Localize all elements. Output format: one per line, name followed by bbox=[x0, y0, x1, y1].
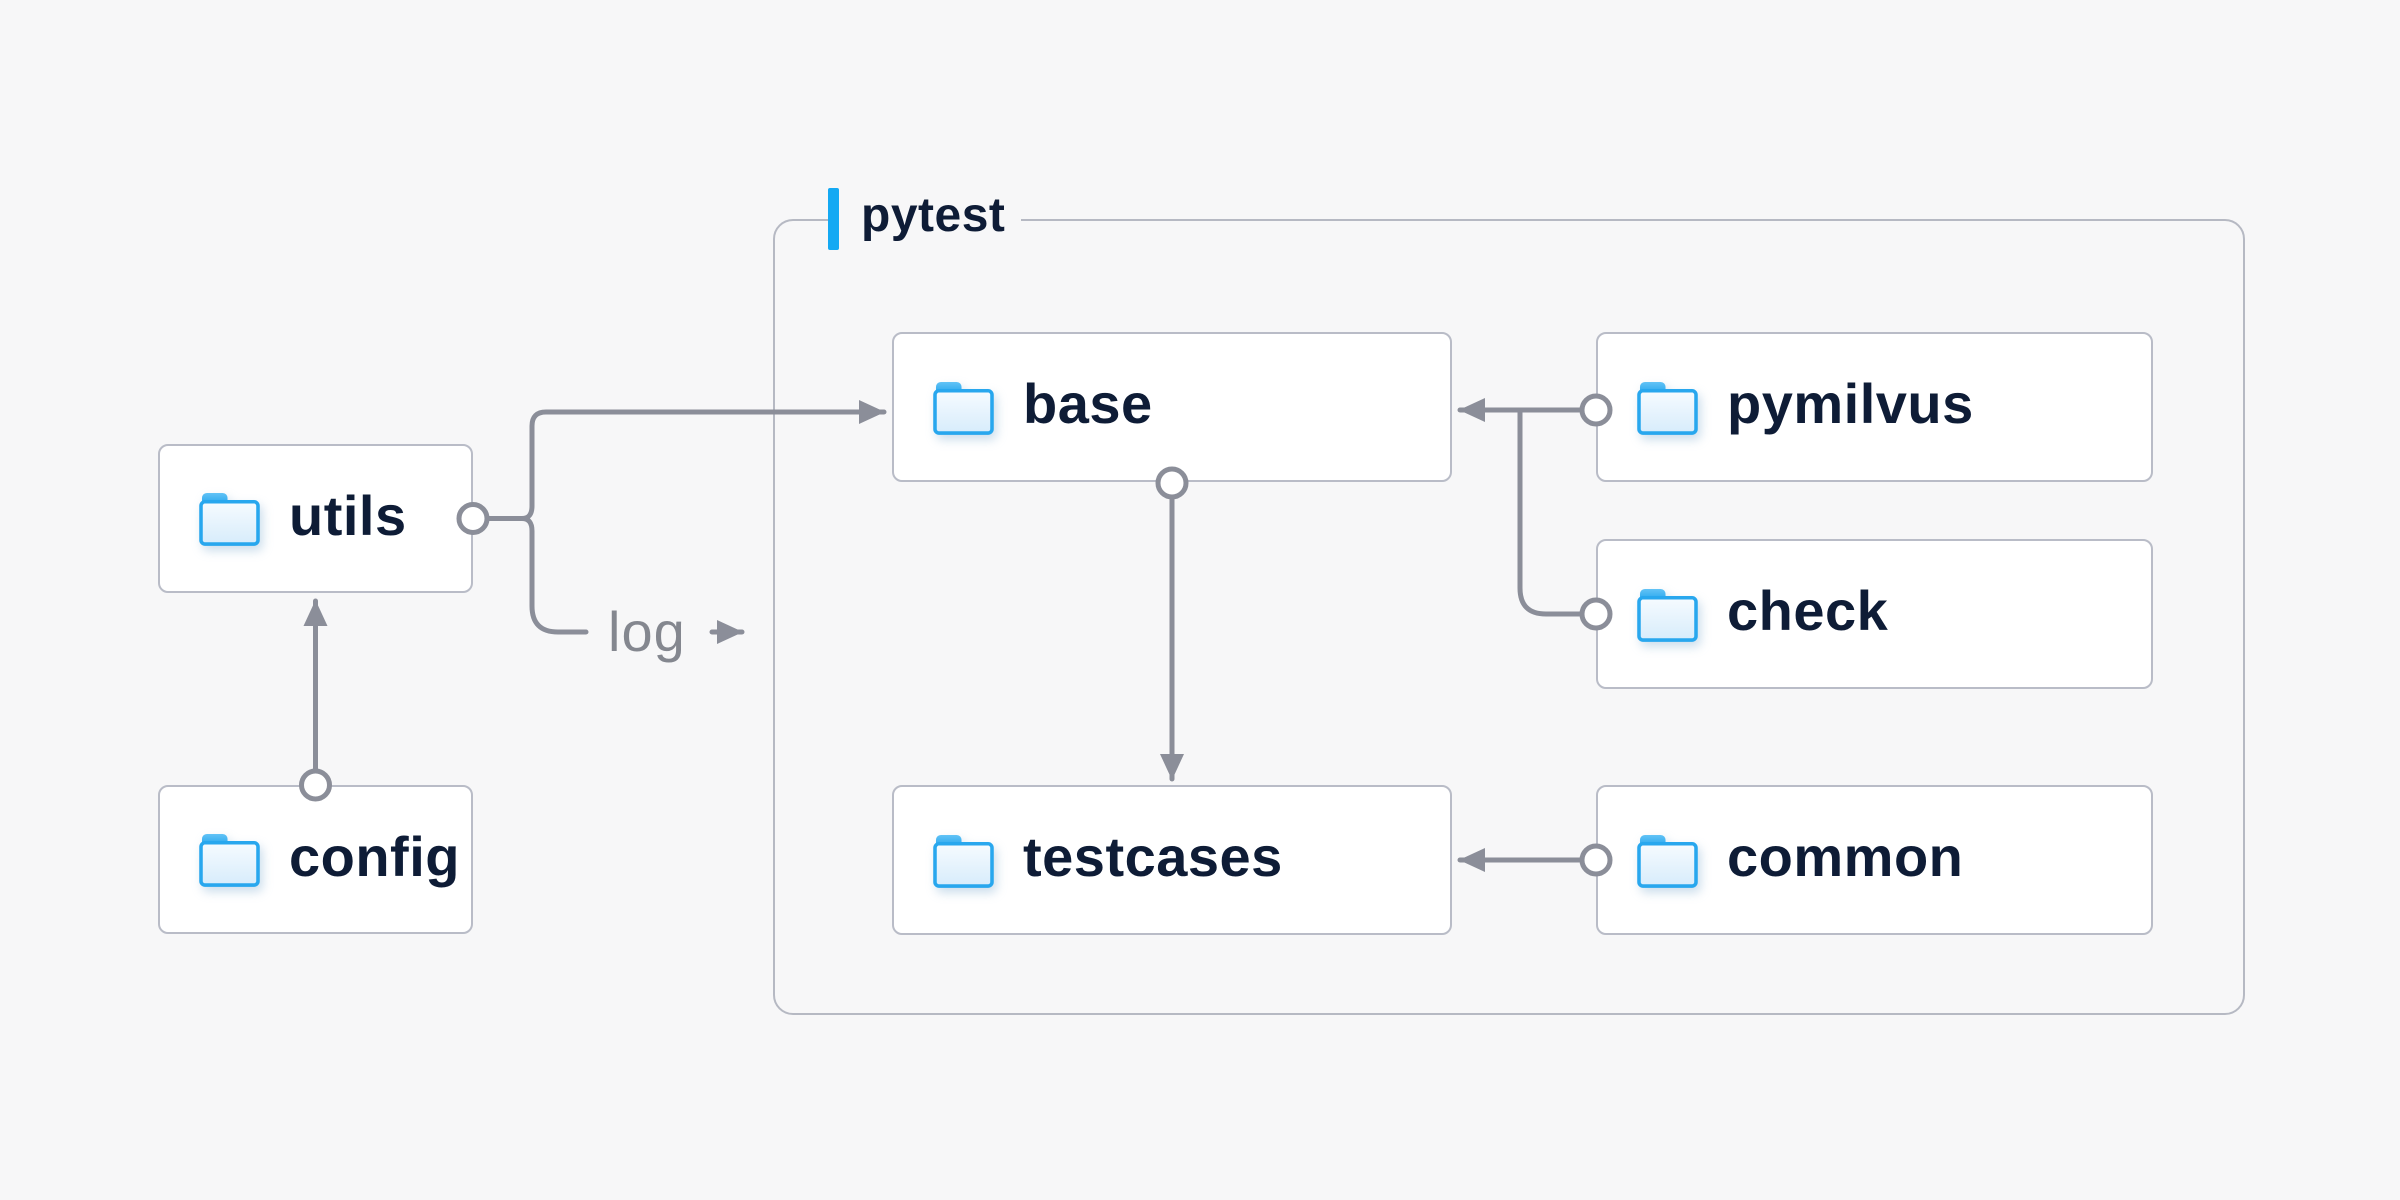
node-testcases: testcases bbox=[892, 785, 1452, 935]
folder-icon bbox=[1636, 586, 1699, 643]
accent-bar-icon bbox=[828, 188, 839, 250]
node-common: common bbox=[1596, 785, 2153, 935]
container-title: pytest bbox=[861, 189, 1006, 242]
edge-utils-log bbox=[519, 516, 589, 635]
folder-icon bbox=[1636, 379, 1699, 436]
node-label: common bbox=[1727, 825, 1964, 888]
node-label: utils bbox=[289, 483, 407, 547]
node-check: check bbox=[1596, 539, 2153, 689]
node-utils: utils bbox=[158, 444, 473, 593]
folder-icon bbox=[932, 379, 995, 436]
node-label: pymilvus bbox=[1727, 372, 1974, 435]
node-label: config bbox=[289, 824, 460, 888]
folder-icon bbox=[198, 831, 261, 888]
folder-icon bbox=[198, 490, 261, 547]
folder-icon bbox=[1636, 832, 1699, 889]
node-pymilvus: pymilvus bbox=[1596, 332, 2153, 482]
folder-icon bbox=[932, 832, 995, 889]
node-label: testcases bbox=[1023, 825, 1283, 888]
node-label: check bbox=[1727, 579, 1889, 642]
edge-label-log: log bbox=[608, 600, 686, 663]
pytest-container: pytest bbox=[773, 185, 2245, 1015]
pytest-container-label: pytest bbox=[828, 185, 1022, 253]
node-config: config bbox=[158, 785, 473, 934]
node-label: base bbox=[1023, 372, 1153, 435]
node-base: base bbox=[892, 332, 1452, 482]
